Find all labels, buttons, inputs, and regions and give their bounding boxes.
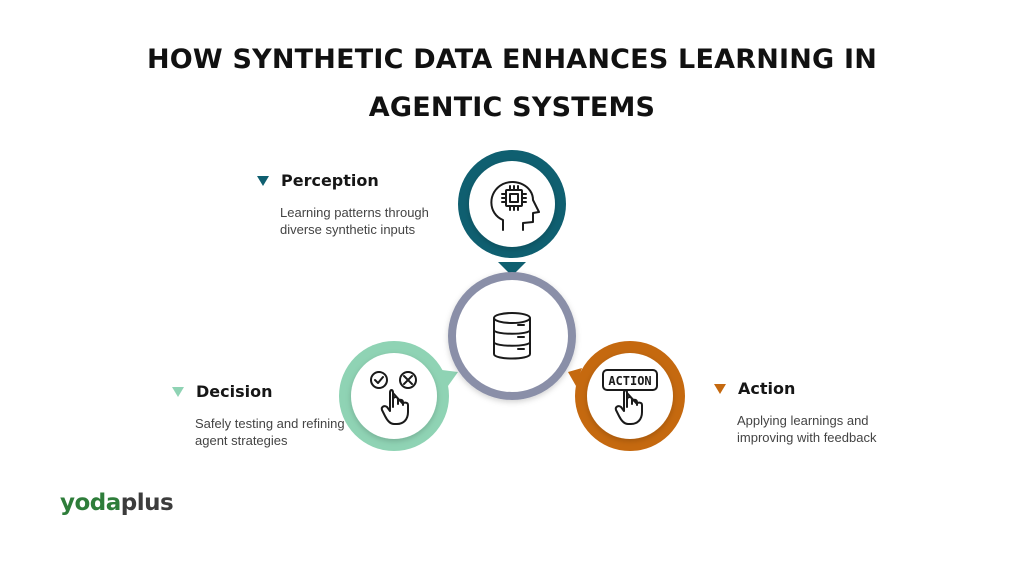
action-label: Action: [738, 379, 796, 398]
page-title: HOW SYNTHETIC DATA ENHANCES LEARNING IN …: [146, 44, 878, 123]
center-node: [448, 272, 576, 400]
brain-chip-icon: [490, 181, 540, 231]
action-description: Applying learnings and improving with fe…: [737, 413, 877, 445]
decision-marker-icon: [172, 386, 184, 397]
action-icon-text: ACTION: [608, 374, 651, 388]
perception-node: [458, 150, 566, 276]
perception-label-block: Perception Learning patterns through div…: [257, 171, 447, 238]
perception-label: Perception: [281, 171, 379, 190]
decision-label-block: Decision Safely testing and refining age…: [172, 382, 352, 449]
perception-marker-icon: [257, 175, 269, 186]
action-label-block: Action Applying learnings and improving …: [714, 379, 904, 446]
action-marker-icon: [714, 383, 726, 394]
decision-node: [339, 341, 458, 451]
yodaplus-logo: yodaplus: [60, 490, 174, 516]
decision-label: Decision: [196, 382, 273, 401]
action-node: ACTION: [568, 341, 685, 451]
database-icon: [493, 312, 531, 360]
action-button-hand-icon: ACTION: [602, 369, 658, 425]
perception-description: Learning patterns through diverse synthe…: [280, 205, 429, 237]
check-cross-hand-icon: [370, 371, 417, 425]
decision-description: Safely testing and refining agent strate…: [195, 416, 345, 448]
